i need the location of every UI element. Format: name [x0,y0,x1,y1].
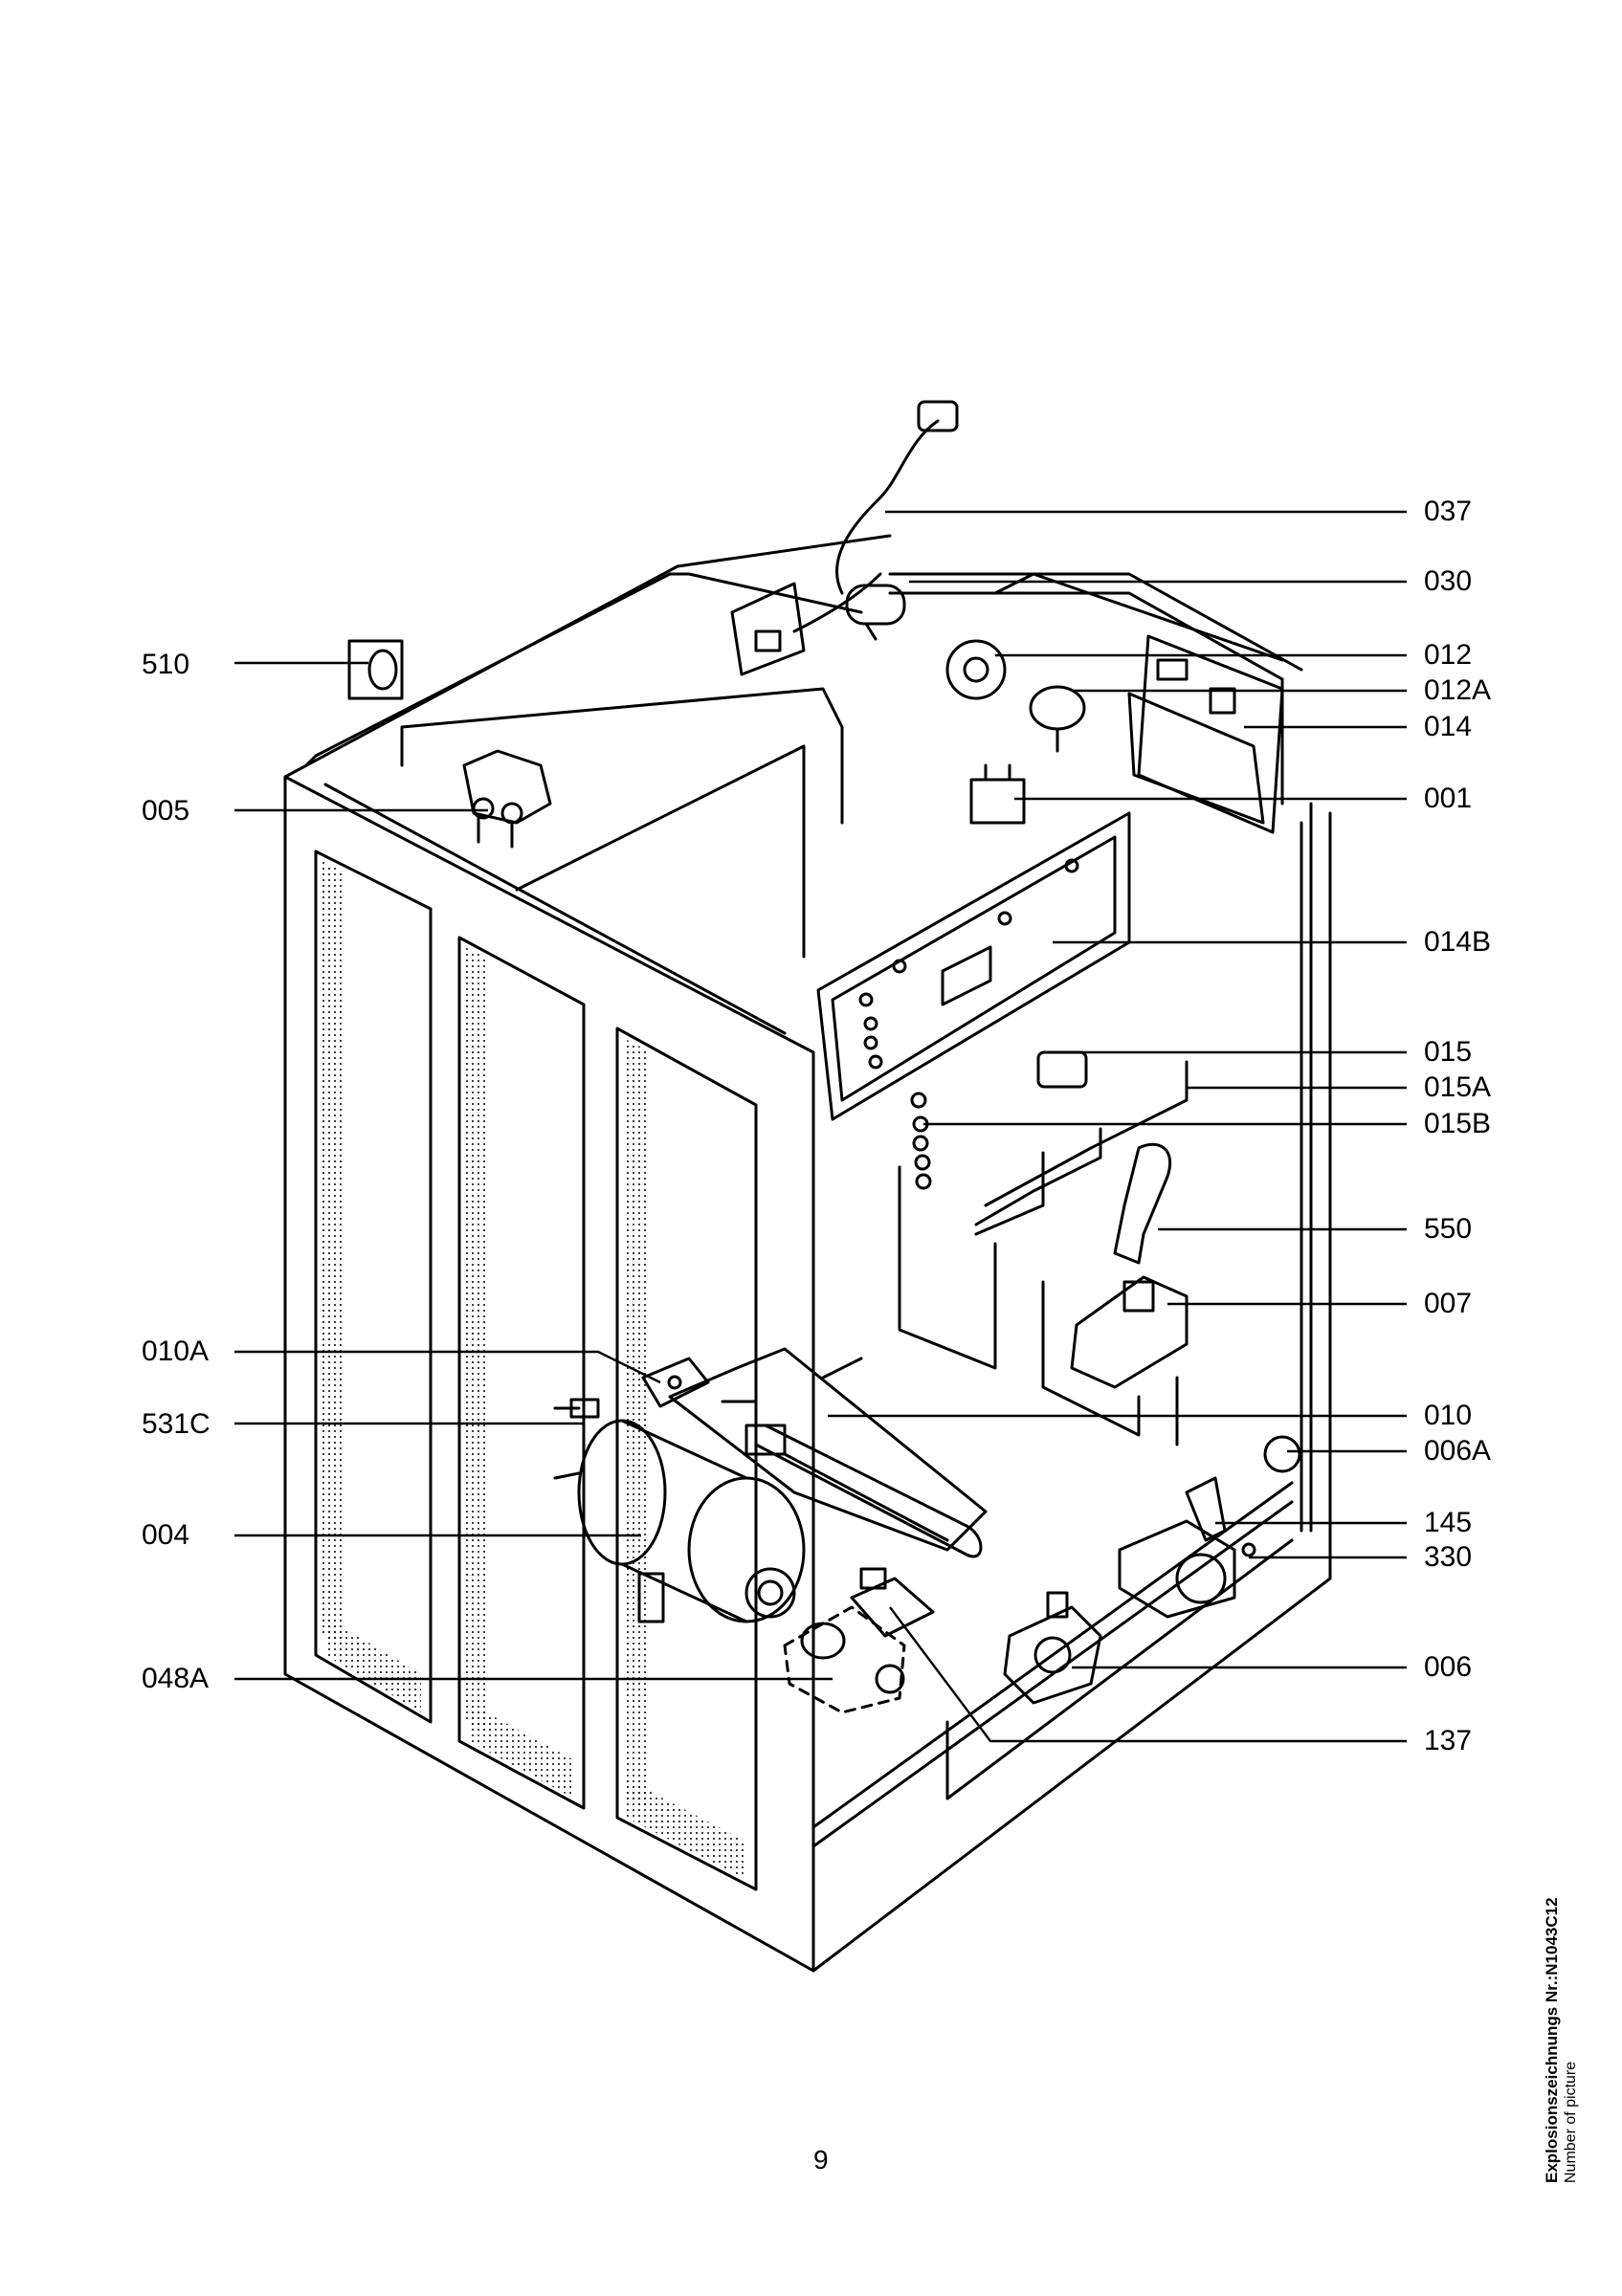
callout-label-015B: 015B [1424,1108,1492,1139]
callout-label-001: 001 [1424,783,1473,814]
motor [553,1419,806,1623]
callout-label-330: 330 [1424,1541,1473,1573]
callout-label-550: 550 [1424,1213,1473,1245]
relay-block [969,763,1026,825]
callout-label-006: 006 [1424,1651,1473,1683]
callout-label-006A: 006A [1424,1435,1492,1467]
callout-label-145: 145 [1424,1507,1473,1538]
caption-number-of-picture: Number of picture [1563,2061,1579,2183]
cabinet-frame [283,534,1332,1973]
page-number: 9 [813,2145,829,2175]
callout-label-010: 010 [1424,1400,1473,1431]
grommet [347,639,404,700]
door-lever [1113,1142,1172,1265]
capacitor [845,584,906,641]
leader-010A [234,1350,661,1384]
callout-label-014: 014 [1424,711,1473,742]
solenoid-valve [462,749,552,849]
electronic-module [1127,634,1284,834]
suppressor-box [730,582,806,676]
display [1036,1050,1088,1089]
top-frame [400,572,1303,959]
leader-lines [234,510,1407,1743]
callout-label-048A: 048A [142,1663,210,1694]
caption-drawing-number: Explosionszeichnungs Nr.:N1043C12 [1543,1897,1561,2183]
callout-label-005: 005 [142,795,190,827]
callout-label-004: 004 [142,1519,190,1551]
callout-label-012A: 012A [1424,674,1492,706]
callout-label-137: 137 [1424,1725,1473,1756]
leader-137 [889,1606,1407,1743]
led-wiring [898,1060,1189,1446]
callout-label-010A: 010A [142,1336,210,1367]
heater-element [668,1347,988,1558]
callout-label-030: 030 [1424,565,1473,597]
drain-pump [1003,1591,1102,1705]
timer-switch [945,639,1007,700]
callout-label-015A: 015A [1424,1071,1492,1103]
screw [553,1398,600,1419]
picture-number-caption: Explosionszeichnungs Nr.:N1043C12 Number… [1543,1897,1581,2183]
callout-label-510: 510 [142,649,190,680]
panel-hatching [322,861,746,1880]
control-panel [816,811,1131,1121]
callout-label-014B: 014B [1424,926,1492,958]
side-panels [314,850,758,1891]
callout-label-015: 015 [1424,1036,1473,1068]
filter-module [850,1567,935,1638]
callout-label-012: 012 [1424,639,1473,671]
callout-label-037: 037 [1424,496,1473,527]
heater-clamp [641,1357,710,1408]
door-interlock [1070,1275,1189,1389]
callout-label-007: 007 [1424,1288,1473,1319]
callout-label-531C: 531C [142,1408,211,1440]
pump-housing [1118,1435,1301,1619]
mains-cable [792,400,959,633]
pressure-switch [1029,685,1086,753]
carbon-brushes [783,1605,906,1714]
